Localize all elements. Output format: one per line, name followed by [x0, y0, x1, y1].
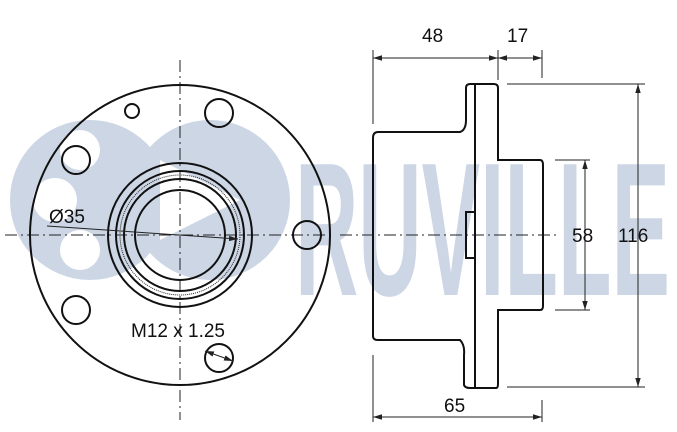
flange-diameter-label: 116 — [618, 226, 648, 247]
stud-hole — [61, 145, 91, 175]
total-length-label: 65 — [444, 396, 465, 417]
small-hole — [124, 103, 140, 119]
stud-hole — [204, 98, 234, 128]
watermark: RUVILLE — [10, 120, 670, 336]
front-view: Ø35 M12 x 1.25 — [5, 60, 335, 420]
flange-thickness-label: 17 — [507, 26, 528, 47]
stud-hole — [292, 220, 322, 250]
pilot-diameter-label: 58 — [572, 226, 593, 247]
thread-label: M12 x 1.25 — [131, 321, 225, 342]
stud-hole — [61, 295, 91, 325]
stud-hole — [204, 343, 234, 373]
bore-diameter-label: Ø35 — [49, 207, 85, 228]
watermark-brand: RUVILLE — [295, 124, 670, 336]
side-view: 48 17 65 58 116 — [340, 26, 648, 422]
hub-length-label: 48 — [422, 26, 443, 47]
